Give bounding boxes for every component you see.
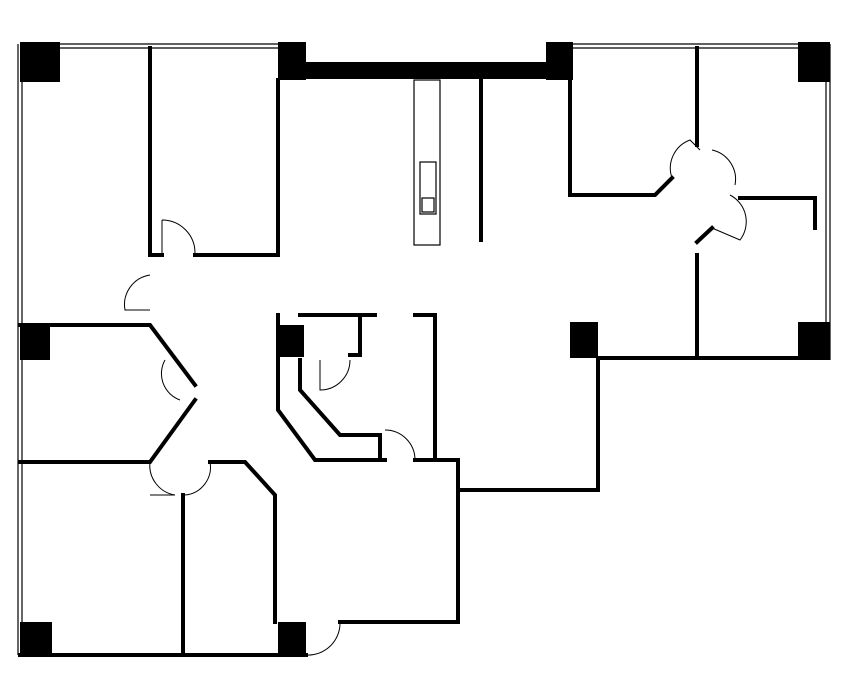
column xyxy=(20,325,50,360)
wall xyxy=(148,46,164,257)
columns xyxy=(20,42,830,655)
wall xyxy=(298,313,377,357)
wall xyxy=(338,458,460,624)
door-swing[interactable] xyxy=(161,359,181,401)
wall xyxy=(276,313,387,462)
wall xyxy=(738,196,817,230)
wall xyxy=(18,397,198,464)
wall xyxy=(298,358,382,462)
door-swing[interactable] xyxy=(319,359,351,391)
kitchen-counter xyxy=(413,79,441,246)
wall xyxy=(694,225,715,245)
column xyxy=(798,42,830,82)
wall xyxy=(193,78,280,257)
window-top-right xyxy=(548,43,830,49)
column xyxy=(278,42,306,80)
window-top-left xyxy=(20,43,300,49)
wall xyxy=(413,313,460,462)
exterior-windows xyxy=(17,43,831,655)
door-swing[interactable] xyxy=(384,429,416,461)
column xyxy=(278,622,306,655)
door-swing[interactable] xyxy=(305,621,341,656)
column xyxy=(278,325,304,357)
wall xyxy=(18,323,198,388)
sink xyxy=(419,161,437,215)
wall xyxy=(568,78,675,197)
column xyxy=(20,622,52,655)
perimeter-walls xyxy=(18,356,830,657)
door-swing[interactable] xyxy=(149,461,176,496)
column xyxy=(546,42,573,80)
top-thick-wall xyxy=(300,62,550,79)
window-right xyxy=(825,44,831,360)
door-swing[interactable] xyxy=(161,219,196,254)
door-swing[interactable] xyxy=(184,461,211,496)
column xyxy=(20,42,60,82)
door-swing[interactable] xyxy=(711,149,737,186)
column xyxy=(798,322,830,360)
sink-basin xyxy=(421,197,435,213)
door-swing[interactable] xyxy=(711,194,747,241)
door-swing[interactable] xyxy=(669,139,701,179)
interior-walls xyxy=(18,46,817,657)
column xyxy=(570,322,598,358)
doors xyxy=(124,139,747,656)
wall xyxy=(456,356,830,492)
door-swing[interactable] xyxy=(124,274,151,311)
wall xyxy=(208,460,277,624)
